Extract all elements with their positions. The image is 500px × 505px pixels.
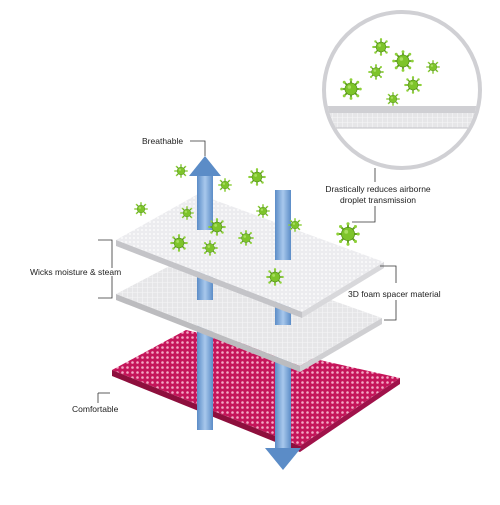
germ-icon [248, 168, 266, 186]
germ-icon [180, 206, 194, 220]
germ-icon [340, 78, 362, 100]
germ-icon [336, 222, 360, 246]
germ-icon [426, 60, 440, 74]
germ-icon [372, 38, 390, 56]
germ-icon [368, 64, 384, 80]
germ-icon [170, 234, 188, 252]
filter-layer [116, 194, 384, 318]
germ-icon [392, 50, 414, 72]
leader-wicks-lower [98, 276, 113, 299]
leader-foam-upper [380, 265, 397, 283]
air-flow-arrow-down-top [275, 190, 291, 260]
germ-icon [218, 178, 232, 192]
magnified-view [322, 10, 482, 170]
label-airborne-line1: Drastically reduces airborne [325, 184, 431, 194]
label-airborne-line2: droplet transmission [339, 195, 417, 205]
leader-breathable [190, 140, 206, 156]
germ-icon [288, 218, 302, 232]
label-foam: 3D foam spacer material [348, 289, 441, 299]
leader-airborne-lower [352, 206, 376, 223]
germ-icon [202, 240, 218, 256]
leader-wicks-upper [98, 239, 113, 268]
label-breathable: Breathable [142, 136, 184, 146]
germ-icon [386, 92, 400, 106]
label-wicks: Wicks moisture & steam [30, 267, 122, 277]
germ-icon [404, 76, 422, 94]
germ-icon [208, 218, 226, 236]
leader-lines [97, 140, 397, 403]
germ-icon [266, 268, 284, 286]
leader-foam-lower [384, 300, 397, 321]
germ-icon [256, 204, 270, 218]
foam-spacer-layer [116, 252, 382, 372]
germ-icon [238, 230, 254, 246]
germ-icon [174, 164, 188, 178]
air-flow-arrow-up [189, 156, 221, 230]
label-comfortable: Comfortable [72, 404, 119, 414]
germ-icon [134, 202, 148, 216]
